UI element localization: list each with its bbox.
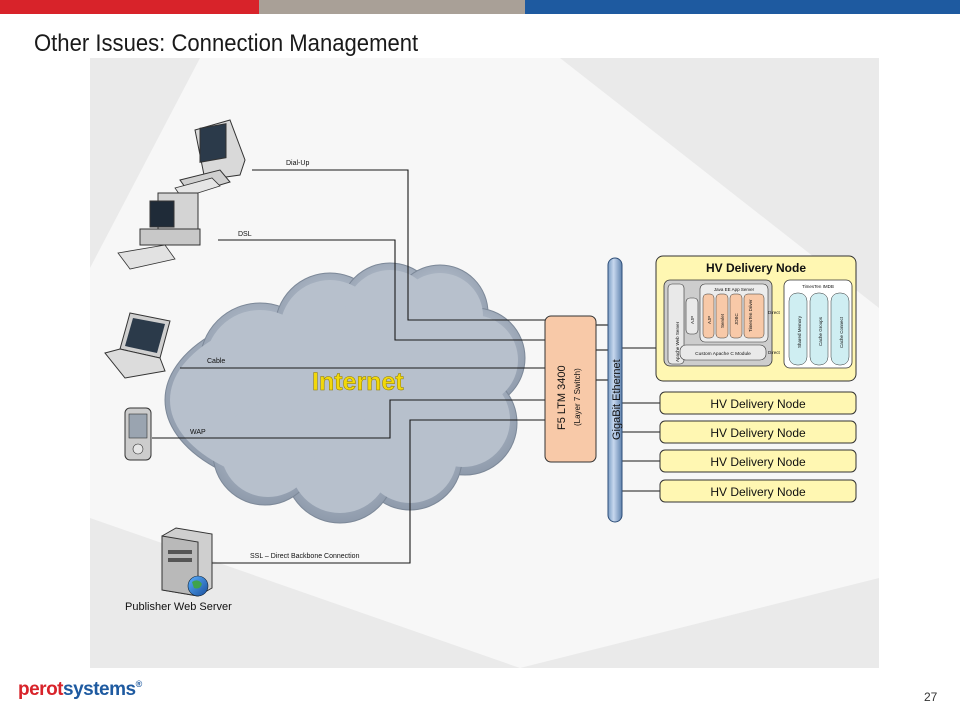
connection-lines — [152, 169, 660, 564]
hv-node-4-label: HV Delivery Node — [710, 455, 806, 469]
dsl-label: DSL — [238, 231, 252, 238]
top-bar-blue — [525, 0, 960, 14]
imdb-label: TimesTen IMDB — [802, 284, 834, 289]
f5-switch[interactable]: F5 LTM 3400 (Layer 7 Switch) — [544, 315, 597, 463]
custom-module-label: Custom Apache C Module — [695, 351, 751, 357]
servlet-label: Servlet — [720, 313, 725, 328]
slide-title: Other Issues: Connection Management — [34, 30, 419, 57]
f5-switch-label: F5 LTM 3400 — [556, 365, 568, 430]
publisher-server-label: Publisher Web Server — [125, 601, 232, 613]
cache-groups-label: Cache Groups — [818, 316, 823, 346]
f5-switch-sublabel: (Layer 7 Switch) — [573, 368, 582, 426]
direct-label-2: Direct — [768, 350, 781, 355]
hv-delivery-node-3[interactable]: HV Delivery Node — [659, 420, 857, 444]
page-number: 27 — [924, 690, 938, 704]
cache-connect-label: Cache Connect — [839, 316, 844, 348]
timesten-driver-label: TimesTen Driver — [748, 299, 753, 332]
gigabit-ethernet-pipe: GigaBit Ethernet — [607, 257, 623, 523]
app-server-label: Java EE App Server — [714, 287, 755, 292]
ajp-left-label: AJP — [690, 316, 695, 324]
logo-mark: ® — [135, 679, 143, 689]
ajp-right-label: AJP — [707, 316, 712, 324]
hv-node-2-label: HV Delivery Node — [710, 397, 806, 411]
top-bar-gray — [259, 0, 525, 14]
perot-systems-logo: perotsystems® — [18, 679, 142, 701]
wap-label: WAP — [190, 429, 206, 436]
hv-delivery-node-2[interactable]: HV Delivery Node — [659, 391, 857, 415]
ssl-label: SSL – Direct Backbone Connection — [250, 553, 360, 560]
diagram-canvas: Internet Dial-Up DSL Cable WAP SSL – Dir… — [90, 58, 879, 668]
hv-delivery-node-main[interactable]: HV Delivery Node Apache Web Server AJP J… — [655, 255, 857, 382]
wap-pda-icon — [124, 407, 152, 461]
apache-box — [667, 283, 685, 365]
hv-delivery-node-4[interactable]: HV Delivery Node — [659, 449, 857, 473]
custom-module-box — [679, 344, 767, 361]
hv-node-5-label: HV Delivery Node — [710, 485, 806, 499]
hv-node-3-label: HV Delivery Node — [710, 426, 806, 440]
jdbc-label: JDBC — [734, 312, 739, 325]
dialup-label: Dial-Up — [286, 160, 309, 167]
shared-memory-label: Shared Memory — [797, 315, 802, 348]
dsl-computer-icon — [117, 192, 201, 270]
gigabit-ethernet-label: GigaBit Ethernet — [611, 359, 623, 440]
dialup-computer-icon — [174, 119, 246, 199]
internet-label: Internet — [312, 368, 404, 396]
network-diagram: Internet Dial-Up DSL Cable WAP SSL – Dir… — [90, 58, 879, 668]
publisher-server-icon — [161, 527, 213, 597]
apache-label: Apache Web Server — [675, 321, 680, 362]
logo-part-2: systems — [63, 679, 136, 700]
direct-label-1: Direct — [768, 310, 781, 315]
hv-node-title: HV Delivery Node — [706, 261, 806, 275]
logo-part-1: perot — [18, 679, 64, 700]
cable-laptop-icon — [104, 312, 171, 379]
hv-delivery-node-5[interactable]: HV Delivery Node — [659, 479, 857, 503]
cable-label: Cable — [207, 358, 225, 365]
top-bar-red — [0, 0, 259, 14]
